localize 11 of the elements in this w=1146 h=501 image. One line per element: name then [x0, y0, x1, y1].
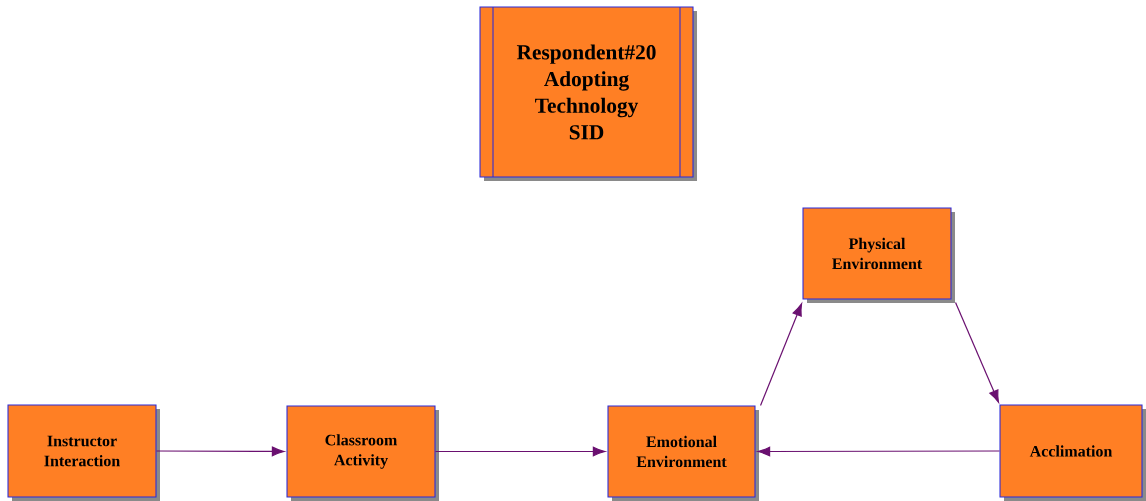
arrow	[757, 446, 1001, 457]
process-box: Classroom Activity	[286, 405, 439, 501]
process-box: Emotional Environment	[607, 405, 759, 501]
process-box: Instructor Interaction	[7, 404, 160, 501]
title-box: Respondent#20 Adopting Technology SID	[479, 6, 697, 181]
arrow	[759, 303, 803, 407]
arrow	[954, 301, 1000, 403]
arrow	[434, 446, 606, 457]
process-box: Physical Environment	[802, 207, 955, 303]
process-box: Acclimation	[999, 404, 1146, 501]
arrow	[155, 446, 285, 457]
